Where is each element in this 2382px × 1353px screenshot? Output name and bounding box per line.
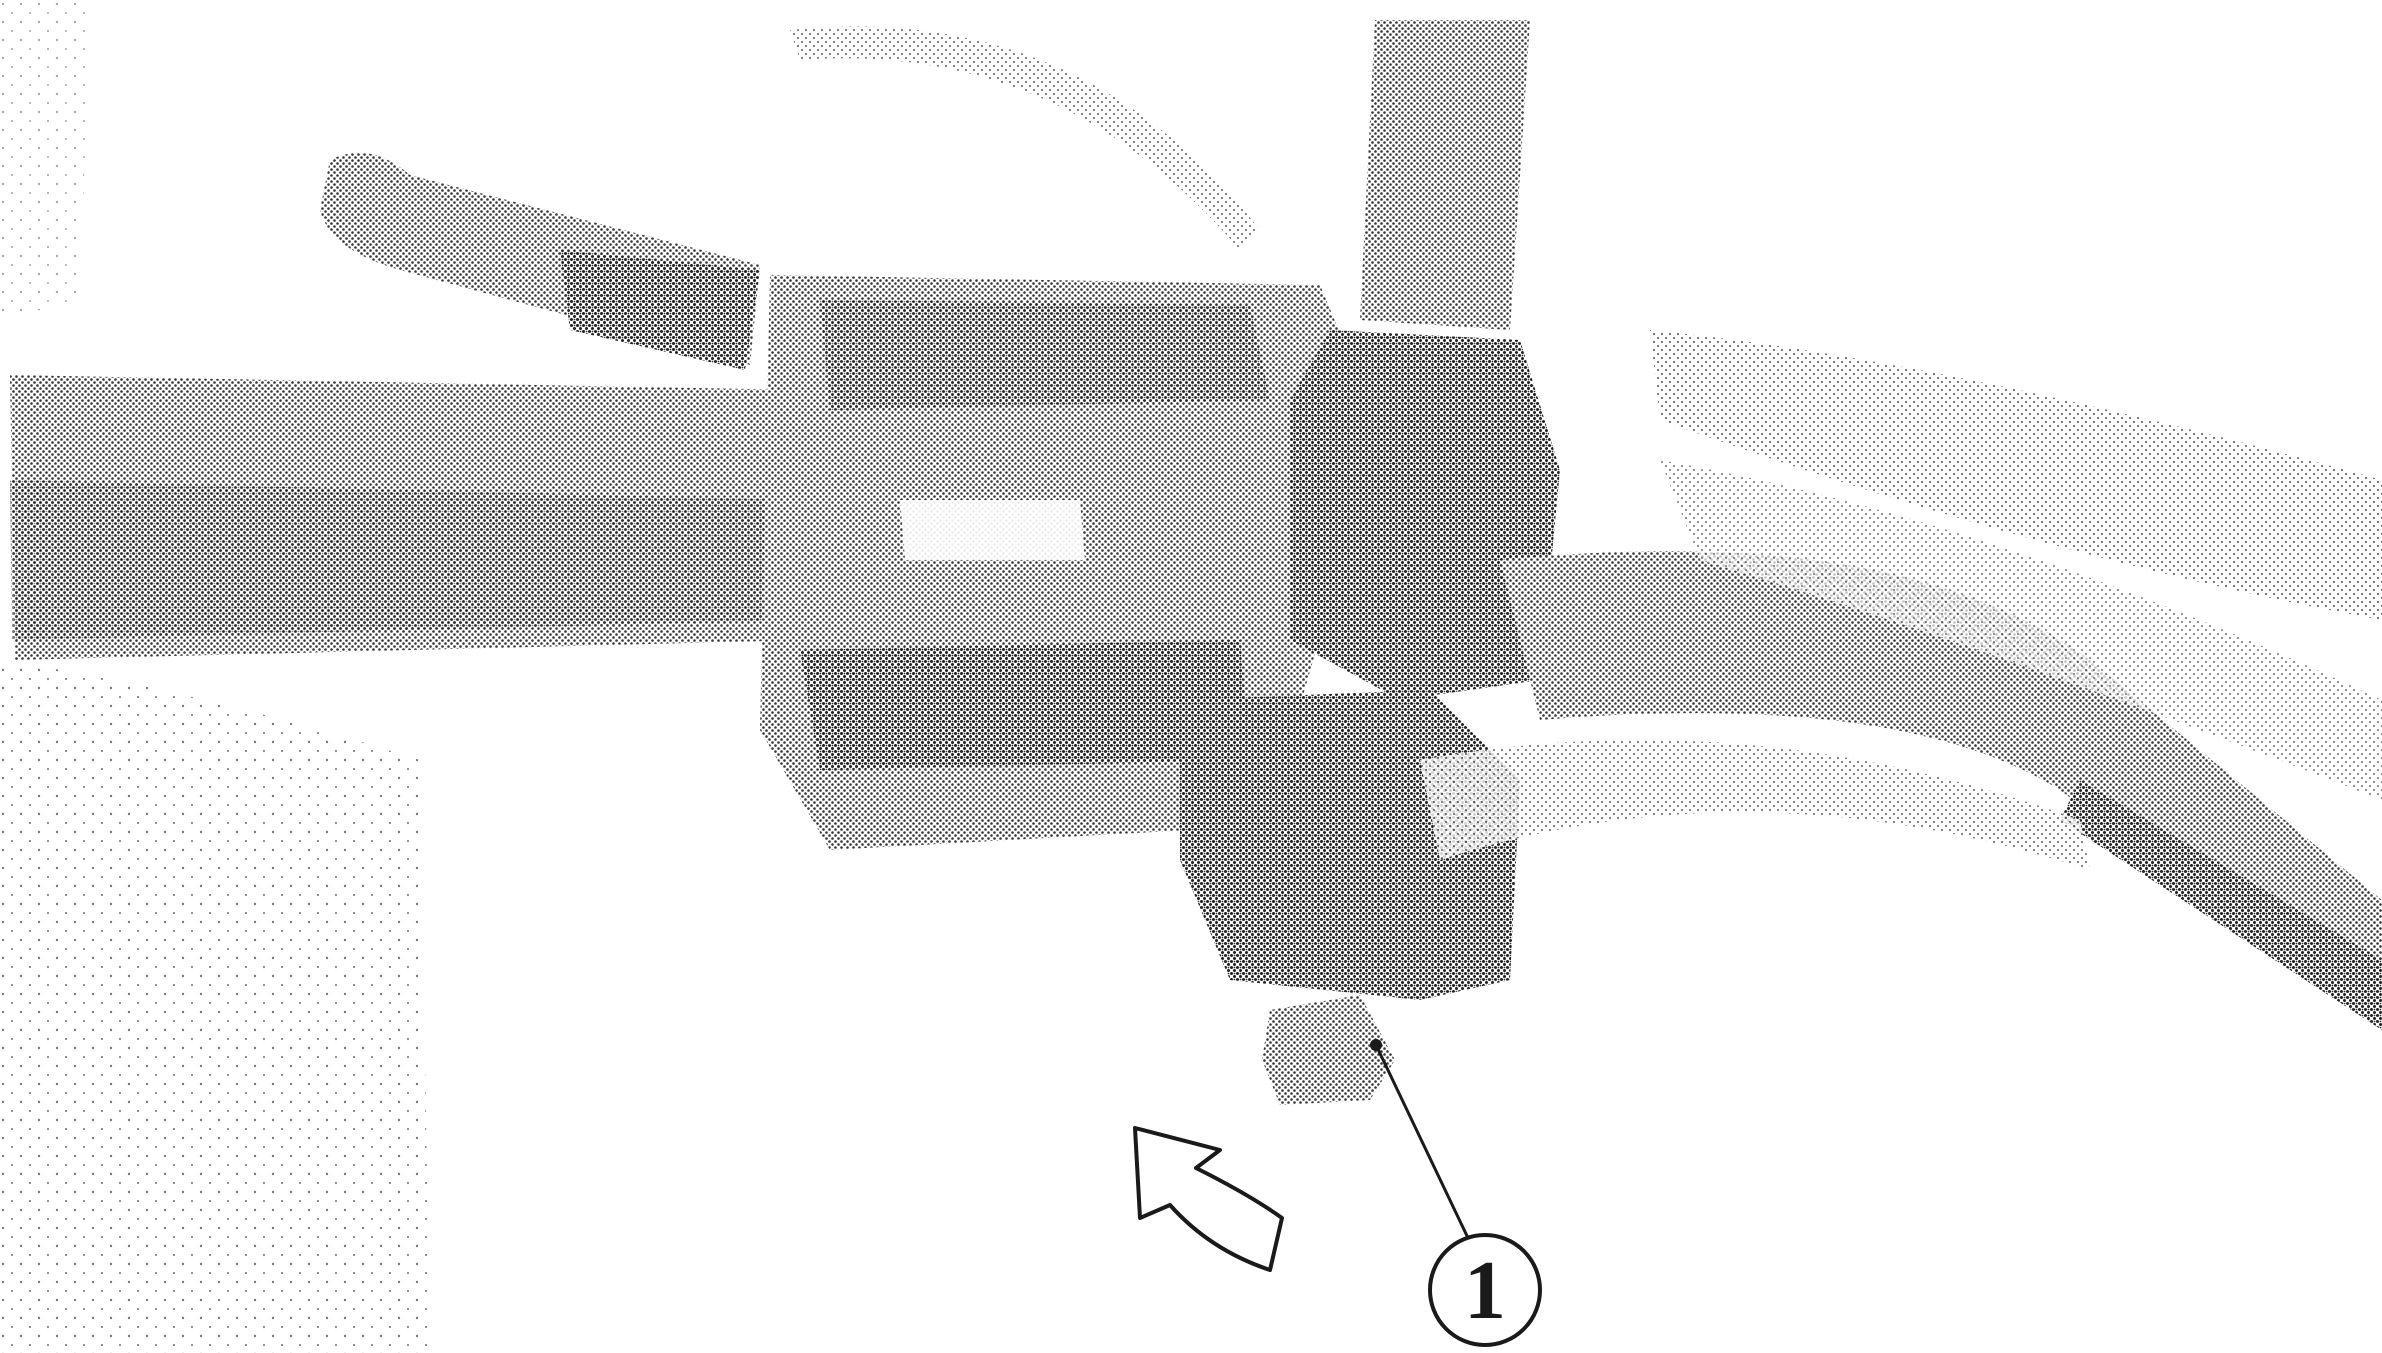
callout-1: 1 [1428, 1233, 1542, 1347]
switch-knob [1262, 995, 1395, 1105]
housing-lower [800, 640, 1250, 770]
mount-clamp [1290, 330, 1560, 700]
background-speckle [0, 660, 430, 1353]
background-speckle-top [0, 0, 90, 320]
handlebar-tube [1500, 551, 2382, 1030]
housing-upper-panel [820, 300, 1270, 410]
grip-shading [10, 480, 805, 640]
top-cable [790, 26, 1260, 250]
lever-dark-end [560, 250, 760, 370]
rotation-arrow-icon [1133, 1126, 1284, 1272]
harness-wrap [1660, 460, 2382, 800]
lower-cables [1420, 740, 2090, 870]
tube-edge-dark [2060, 780, 2382, 1030]
housing-window [900, 500, 1085, 560]
callout-leader-line [1374, 1044, 1470, 1239]
mirror-stalk [1360, 20, 1530, 330]
callout-number: 1 [1464, 1244, 1506, 1337]
wiring-harness [1650, 330, 2382, 620]
callout-leader-dot [1370, 1039, 1382, 1051]
